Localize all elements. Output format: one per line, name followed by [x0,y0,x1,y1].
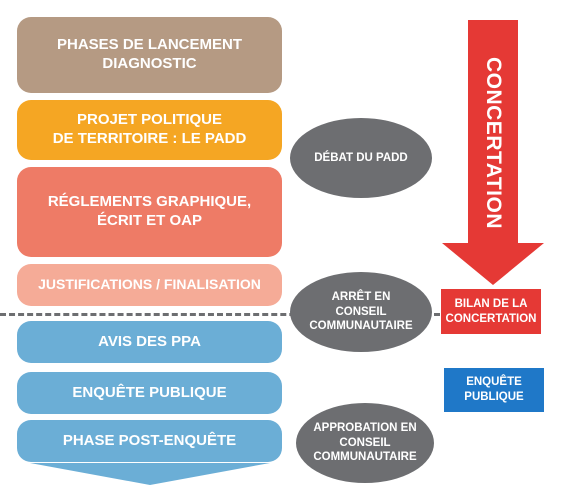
phase-reglements-line-2: ÉCRIT ET OAP [96,212,202,229]
phase-justifications: JUSTIFICATIONS / FINALISATION [17,264,282,306]
enquete-tag-line-1: ENQUÊTE [466,376,522,389]
milestone-arret-line-3: COMMUNAUTAIRE [309,320,413,333]
milestone-arret-conseil: ARRÊT EN CONSEIL COMMUNAUTAIRE [290,272,432,352]
bilan-line-1: BILAN DE LA [454,297,528,310]
bilan-line-2: CONCERTATION [445,312,537,325]
enquete-tag-line-2: PUBLIQUE [464,391,524,403]
phase-post-enquete: PHASE POST-ENQUÊTE [17,420,282,462]
milestone-arret-line-1: ARRÊT EN [331,290,391,303]
milestone-arret-line-2: CONSEIL [335,305,387,318]
phase-justifications-line-1: JUSTIFICATIONS / FINALISATION [38,276,261,293]
phase-avis-ppa: AVIS DES PPA [17,321,282,363]
milestone-approbation-line-3: COMMUNAUTAIRE [313,451,417,464]
milestone-debat-padd: DÉBAT DU PADD [290,118,432,198]
phase-lancement-line-1: PHASES DE LANCEMENT [56,36,243,54]
phase-enquete-line-1: ENQUÊTE PUBLIQUE [72,383,227,401]
phase-padd-line-1: PROJET POLITIQUE [76,111,223,129]
phase-post-enquete-line-1: PHASE POST-ENQUÊTE [62,431,237,449]
phase-enquete-publique: ENQUÊTE PUBLIQUE [17,372,282,414]
milestone-approbation-conseil: APPROBATION EN CONSEIL COMMUNAUTAIRE [296,403,434,483]
enquete-publique-tag: ENQUÊTE PUBLIQUE [444,368,544,412]
phase-lancement-line-2: DIAGNOSTIC [102,55,197,72]
bilan-concertation-tag: BILAN DE LA CONCERTATION [441,289,541,334]
milestone-debat-line-1: DÉBAT DU PADD [314,151,408,164]
phase-reglements: RÉGLEMENTS GRAPHIQUE,ÉCRIT ET OAP [17,167,282,257]
concertation-label-text: CONCERTATION [482,56,505,230]
arret-divider-line [0,313,440,316]
phase-padd-line-2: DE TERRITOIRE : LE PADD [52,130,247,147]
phase-avis-line-1: AVIS DES PPA [98,332,201,350]
milestone-approbation-line-2: CONSEIL [339,436,391,449]
concertation-arrow-icon [442,20,544,285]
phase-reglements-line-1: RÉGLEMENTS GRAPHIQUE, [47,193,252,211]
milestone-approbation-line-1: APPROBATION EN [313,421,417,434]
continuation-arrow-icon [30,463,270,485]
